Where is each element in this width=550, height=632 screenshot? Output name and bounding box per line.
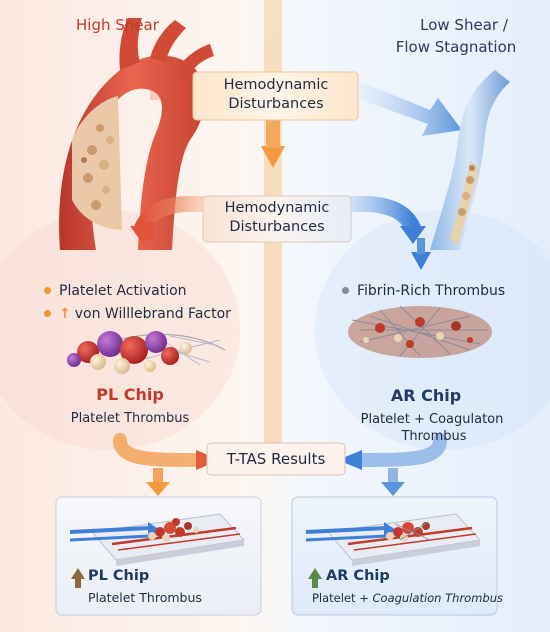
bottom-pl-chip-subtitle: Platelet Thrombus bbox=[88, 590, 202, 605]
fibrin-mesh-icon bbox=[348, 305, 492, 358]
ar-chip-subtitle-line1: Platelet + Coagulaton bbox=[360, 412, 504, 427]
bottom-pl-chip-title: PL Chip bbox=[88, 568, 150, 584]
pl-chip-subtitle: Platelet Thrombus bbox=[70, 411, 190, 426]
gray-bullet-icon bbox=[342, 286, 349, 294]
top-box-line1: Hemodynamic bbox=[223, 77, 329, 93]
ar-chip-subtitle-line2: Thrombus bbox=[401, 429, 467, 444]
bottom-ar-chip-title: AR Chip bbox=[326, 568, 390, 584]
mid-box-line1: Hemodynamic bbox=[224, 200, 330, 216]
top-box-line2: Disturbances bbox=[228, 96, 324, 112]
mid-box-line2: Disturbances bbox=[229, 219, 325, 235]
high-shear-heading: High Shear bbox=[76, 16, 159, 34]
ar-chip-title: AR Chip bbox=[390, 386, 462, 405]
platelet-activation-item: Platelet Activation bbox=[44, 283, 187, 299]
chip-device-icon bbox=[69, 513, 246, 566]
low-shear-heading-line1: Low Shear / bbox=[420, 16, 508, 34]
fibrin-rich-item: Fibrin-Rich Thrombus bbox=[342, 283, 505, 299]
chip-device-icon-right bbox=[305, 513, 482, 566]
orange-bullet-icon bbox=[44, 309, 51, 317]
von-willebrand-item: ↑von Willlebrand Factor bbox=[44, 306, 231, 322]
up-arrow-icon: ↑ bbox=[59, 306, 71, 322]
ttas-results-label: T-TAS Results bbox=[226, 450, 326, 468]
vein-illustration-icon bbox=[430, 70, 510, 250]
platelet-clot-icon bbox=[67, 331, 226, 374]
bottom-ar-chip-subtitle: Platelet + Coagulation Thrombus bbox=[312, 591, 503, 605]
pl-chip-title: PL Chip bbox=[96, 385, 164, 404]
arrow-up-icon bbox=[71, 568, 85, 588]
low-shear-heading-line2: Flow Stagnation bbox=[395, 38, 517, 56]
arrow-up-icon-green bbox=[308, 568, 322, 588]
orange-bullet-icon bbox=[44, 286, 51, 294]
